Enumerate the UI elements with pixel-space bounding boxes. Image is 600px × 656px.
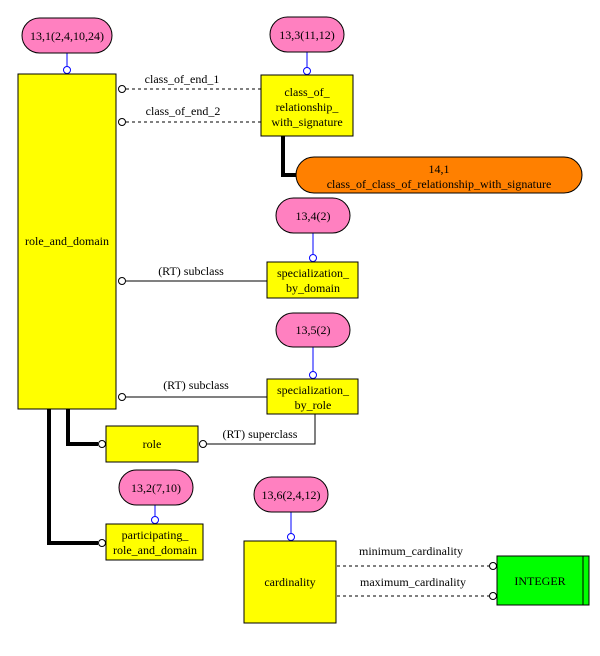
entity-corws-label-line3: with_signature	[271, 115, 342, 129]
entity-sbd-label-line1: specialization_	[277, 266, 350, 280]
type-integer[interactable]: INTEGER	[496, 555, 590, 606]
page-ref-13-1-label: 13,1(2,4,10,24)	[30, 29, 104, 43]
entity-corws-label-line1: class_of_	[284, 85, 330, 99]
subclass-role-label: (RT) subclass	[163, 378, 229, 392]
page-ref-13-6[interactable]: 13,6(2,4,12)	[253, 476, 329, 513]
entity-role-label: role	[143, 437, 162, 451]
entity-participating-role-and-domain[interactable]: participating_ role_and_domain	[105, 523, 204, 561]
entity-role-and-domain[interactable]: role_and_domain	[17, 73, 117, 410]
subclass-role-circle	[118, 393, 126, 401]
off-page-ref-name: class_of_class_of_relationship_with_sign…	[327, 177, 552, 191]
class-of-end-1-label: class_of_end_1	[145, 72, 220, 86]
ref-connector-circle-13-6	[287, 533, 295, 541]
minimum-cardinality-circle	[489, 562, 497, 570]
page-ref-13-3[interactable]: 13,3(11,12)	[269, 16, 345, 53]
maximum-cardinality-circle	[489, 592, 497, 600]
entity-corws-label-line2: relationship_	[276, 100, 340, 114]
superclass-label: (RT) superclass	[223, 427, 298, 441]
entity-role-and-domain-label: role_and_domain	[25, 234, 109, 248]
ref-connector-circle-13-4	[309, 254, 317, 262]
superclass-circle	[199, 440, 207, 448]
page-ref-13-5[interactable]: 13,5(2)	[275, 312, 351, 348]
subtype-participating-circle	[98, 539, 106, 547]
supertype-line-14-1	[281, 136, 298, 177]
entity-specialization-by-domain[interactable]: specialization_ by_domain	[266, 261, 359, 299]
page-ref-13-1[interactable]: 13,1(2,4,10,24)	[21, 17, 113, 54]
subclass-domain-circle	[118, 277, 126, 285]
entity-class-of-relationship-with-signature[interactable]: class_of_ relationship_ with_signature	[260, 74, 354, 137]
entity-sbr-label-line1: specialization_	[277, 383, 350, 397]
class-of-end-1-circle	[118, 85, 126, 93]
ref-connector-circle-13-3	[303, 67, 311, 75]
page-ref-13-3-label: 13,3(11,12)	[279, 28, 335, 42]
ref-connector-circle-13-2	[151, 516, 159, 524]
entity-sbd-label-line2: by_domain	[286, 281, 340, 295]
page-ref-13-4[interactable]: 13,4(2)	[275, 197, 351, 234]
subtype-line-role	[66, 409, 98, 446]
page-ref-13-6-label: 13,6(2,4,12)	[262, 488, 321, 502]
page-ref-13-4-label: 13,4(2)	[296, 209, 331, 223]
entity-cardinality[interactable]: cardinality	[243, 540, 337, 624]
superclass-line[interactable]	[207, 414, 316, 445]
page-ref-13-2-label: 13,2(7,10)	[131, 481, 181, 495]
entity-prad-label-line1: participating_	[122, 528, 190, 542]
off-page-ref-14-1[interactable]: 14,1 class_of_class_of_relationship_with…	[295, 156, 583, 194]
class-of-end-2-label: class_of_end_2	[146, 104, 221, 118]
class-of-end-2-circle	[118, 118, 126, 126]
ref-connector-circle-13-5	[309, 371, 317, 379]
ref-connector-circle-13-1	[63, 66, 71, 74]
entity-cardinality-label: cardinality	[264, 575, 315, 589]
entity-role[interactable]: role	[105, 425, 199, 463]
minimum-cardinality-label: minimum_cardinality	[359, 544, 463, 558]
entity-sbr-label-line2: by_role	[295, 398, 332, 412]
type-integer-label: INTEGER	[514, 574, 565, 588]
page-ref-13-5-label: 13,5(2)	[296, 323, 331, 337]
entity-prad-label-line2: role_and_domain	[113, 543, 197, 557]
maximum-cardinality-label: maximum_cardinality	[360, 575, 466, 589]
entity-specialization-by-role[interactable]: specialization_ by_role	[266, 378, 359, 415]
subclass-domain-label: (RT) subclass	[158, 264, 224, 278]
subtype-line-participating	[47, 409, 98, 545]
off-page-ref-number: 14,1	[429, 162, 450, 176]
page-ref-13-2[interactable]: 13,2(7,10)	[118, 469, 194, 506]
subtype-role-circle	[98, 440, 106, 448]
